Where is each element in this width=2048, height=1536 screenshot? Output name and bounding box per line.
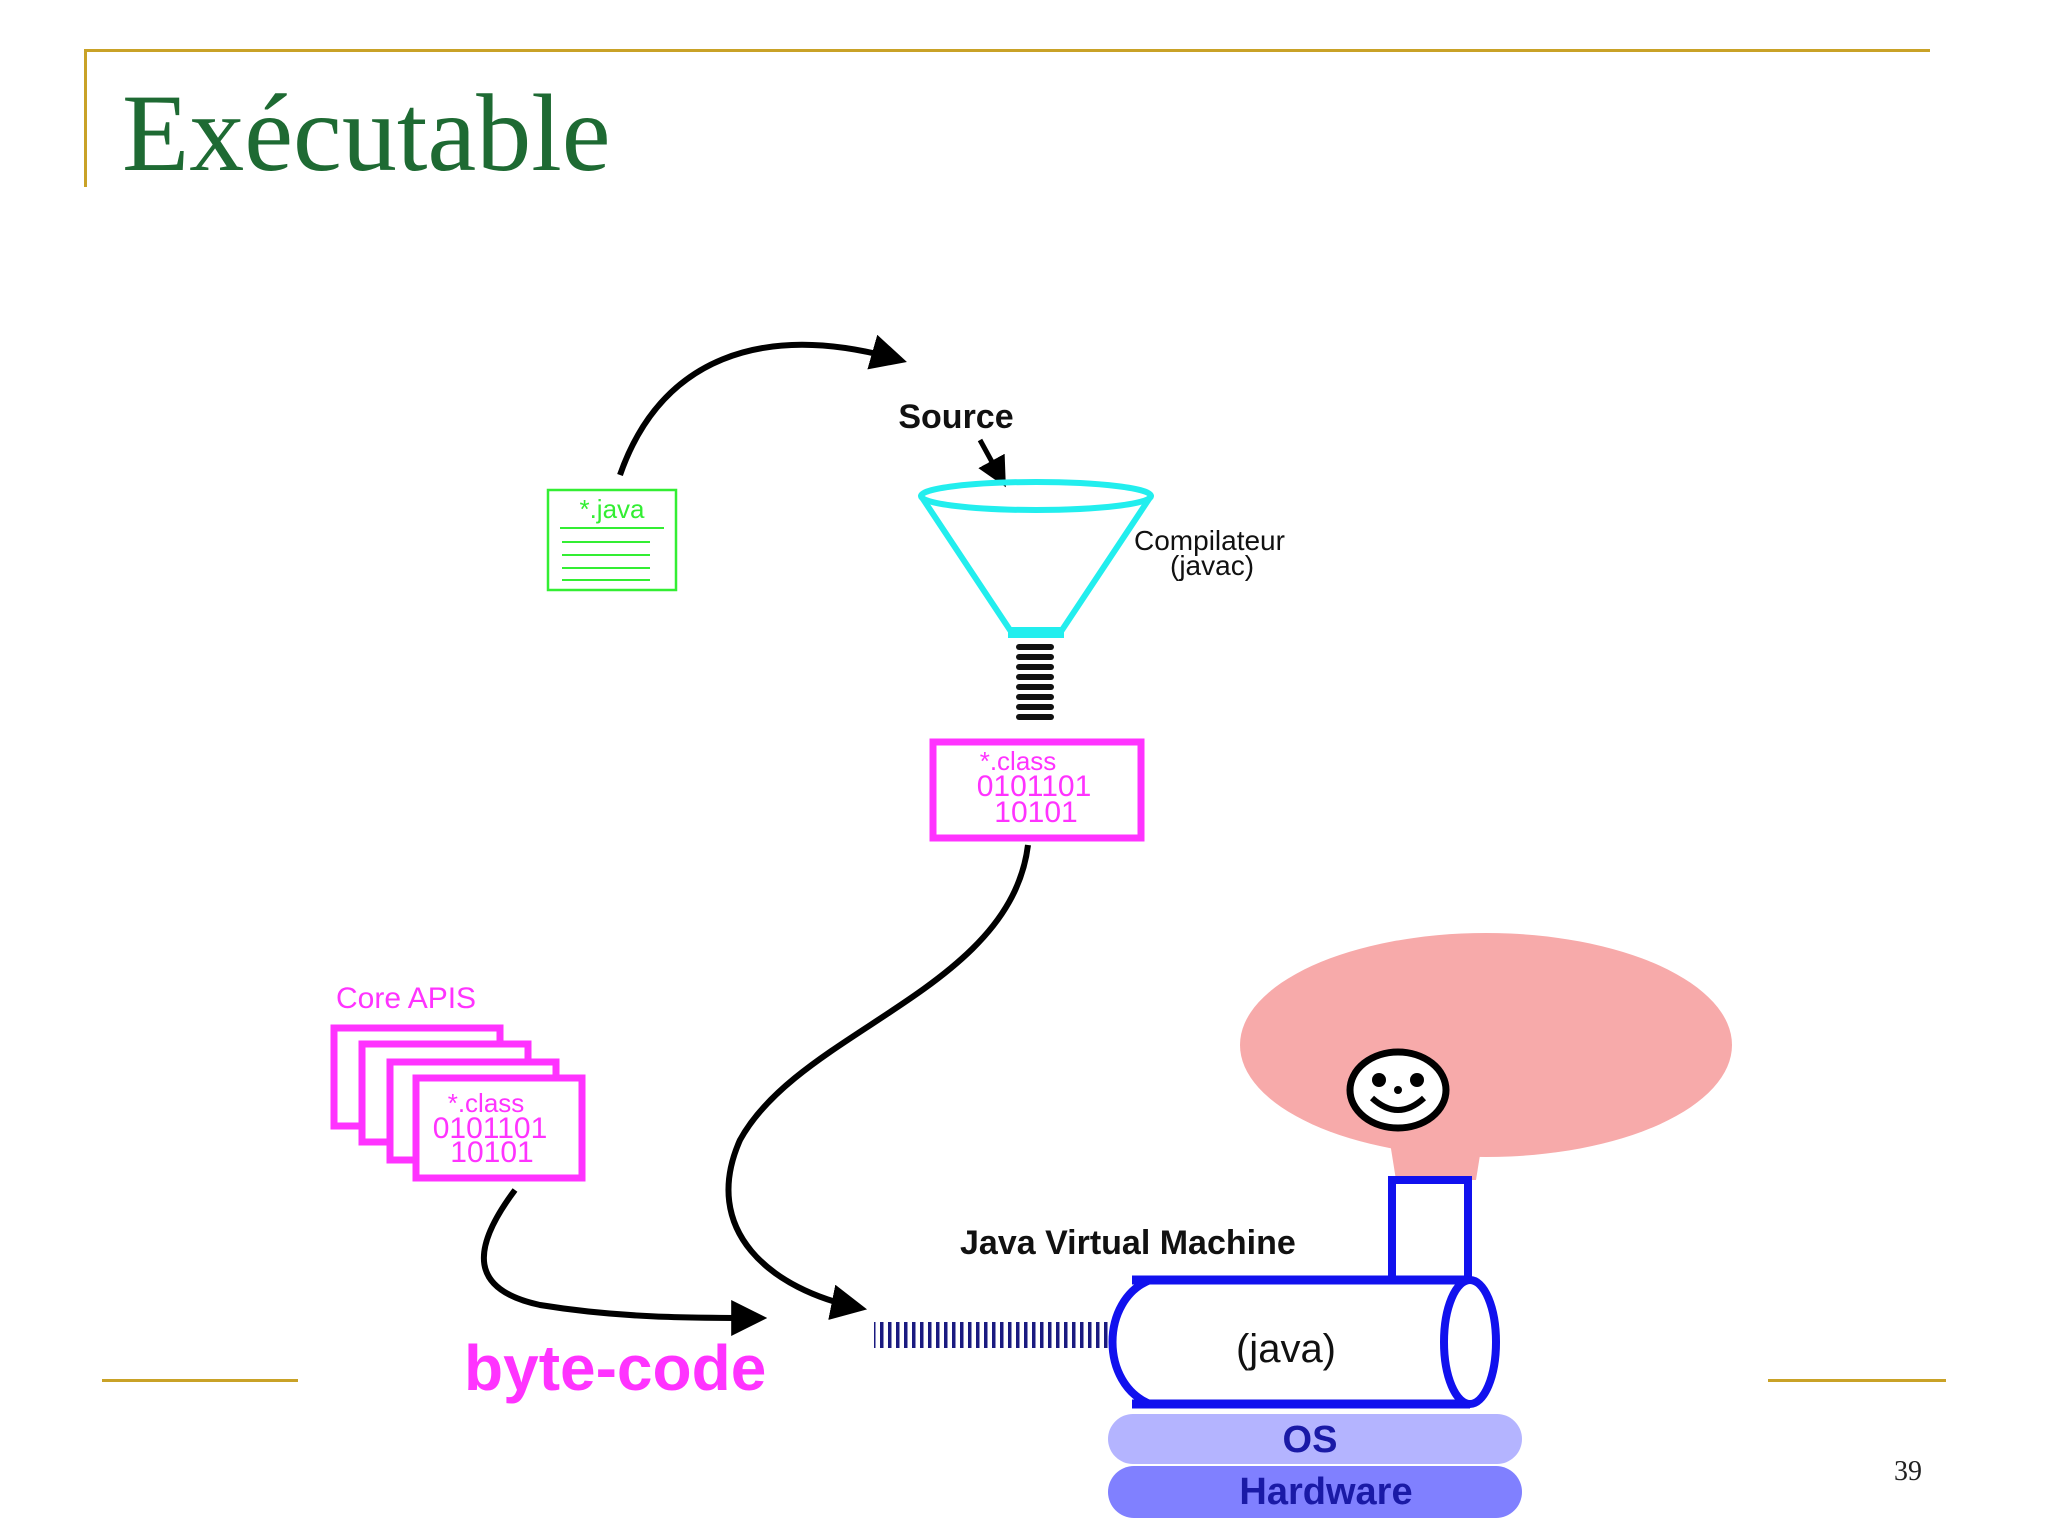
java-file-label: *.java xyxy=(579,494,645,524)
compiler-funnel-icon xyxy=(918,479,1154,638)
java-to-source-arrow xyxy=(617,334,907,476)
core-apis-label: Core APIS xyxy=(336,982,476,1015)
source-label: Source xyxy=(898,398,1013,436)
title-frame-top-rule xyxy=(84,49,1930,52)
title-frame-left-rule xyxy=(84,49,87,187)
core-class-bits-2: 10101 xyxy=(450,1136,533,1169)
page-number: 39 xyxy=(1894,1456,1922,1487)
program-output-bubble xyxy=(1240,933,1732,1180)
jvm-cylinder-icon xyxy=(1108,1176,1500,1409)
smiley-face-icon xyxy=(1346,1048,1450,1132)
core-class-bits-1: 0101101 xyxy=(433,1112,548,1145)
os-layer xyxy=(1108,1414,1522,1464)
class-to-jvm-arrow xyxy=(725,844,1031,1320)
bytecode-stream-connector xyxy=(874,1322,1108,1348)
bytecode-spring-icon xyxy=(1016,644,1054,720)
bytecode-label: byte-code xyxy=(464,1332,766,1404)
source-to-funnel-arrow xyxy=(977,438,1006,488)
compiler-label: Compilateur xyxy=(1134,525,1285,556)
hardware-label: Hardware xyxy=(1239,1471,1412,1513)
os-label: OS xyxy=(1283,1419,1338,1461)
java-execution-diagram: *.java Source Compilateur (javac) *.clas… xyxy=(330,334,1732,1518)
footer-rule-right xyxy=(1768,1379,1946,1382)
slide-title: Exécutable xyxy=(122,72,611,194)
compiled-class-file: *.class 0101101 10101 xyxy=(929,738,1145,842)
core-apis-to-bytecode-arrow xyxy=(480,1188,768,1336)
footer-rule-left xyxy=(102,1379,298,1382)
jvm-label: Java Virtual Machine xyxy=(960,1224,1296,1262)
class-file-bits-2: 10101 xyxy=(994,796,1077,829)
hardware-layer xyxy=(1108,1466,1522,1518)
core-apis-class-stack: *.class 0101101 10101 xyxy=(330,1024,586,1182)
class-file-bits-1: 0101101 xyxy=(977,770,1092,803)
class-file-label: *.class xyxy=(980,746,1057,776)
compiler-command-label: (javac) xyxy=(1170,550,1254,581)
java-command-label: (java) xyxy=(1236,1327,1336,1371)
core-class-label: *.class xyxy=(448,1088,525,1118)
java-source-file-icon: *.java xyxy=(546,488,678,592)
